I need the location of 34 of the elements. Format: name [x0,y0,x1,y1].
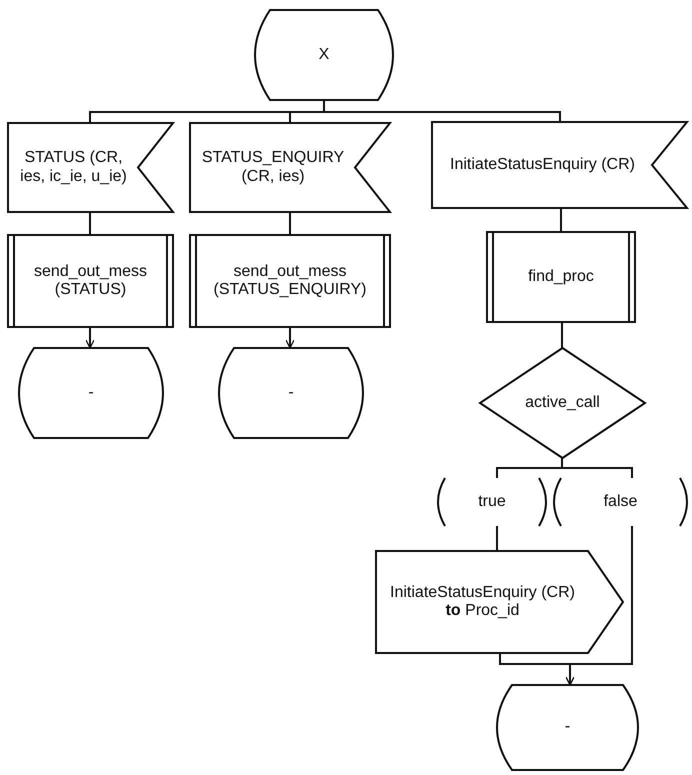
flow-line [323,100,561,122]
decision-diamond [480,348,645,458]
flow-line [496,526,498,551]
symbol-label: true [478,492,506,512]
flow-arrow [285,327,295,349]
procedure-call-box [8,235,173,327]
symbol-label: InitiateStatusEnquiry (CR) to Proc_id [389,584,576,620]
symbol-label: send_out_mess (STATUS_ENQUIRY) [212,262,368,300]
symbol-label: STATUS (CR, ies, ic_ie, u_ie) [19,149,128,186]
flow-line [561,458,633,478]
symbol-label: InitiateStatusEnquiry (CR) [450,156,635,174]
output-signal-symbol [376,551,623,653]
symbol-label: send_out_mess (STATUS) [33,262,148,300]
flow-line [89,212,91,235]
symbol-label: find_proc [528,268,594,286]
symbol-label: X [318,46,330,64]
symbol-label: - [288,384,294,402]
flow-arrow [85,327,95,349]
procedure-call-box [190,235,390,327]
symbol-label: false [604,492,638,512]
flow-line [560,208,562,232]
decision-answer [437,478,547,526]
flow-line [289,212,291,235]
input-signal-symbol [8,123,173,212]
input-signal-symbol [190,123,390,212]
symbol-label: - [564,718,570,737]
symbol-label: - [88,384,94,402]
decision-answer [553,478,688,526]
symbol-label: STATUS_ENQUIRY (CR, ies) [200,149,346,186]
flow-line [561,322,563,348]
flow-arrow [565,526,633,686]
procedure-call-box [487,232,635,322]
input-signal-symbol [432,122,687,208]
symbol-label: active_call [525,394,600,412]
